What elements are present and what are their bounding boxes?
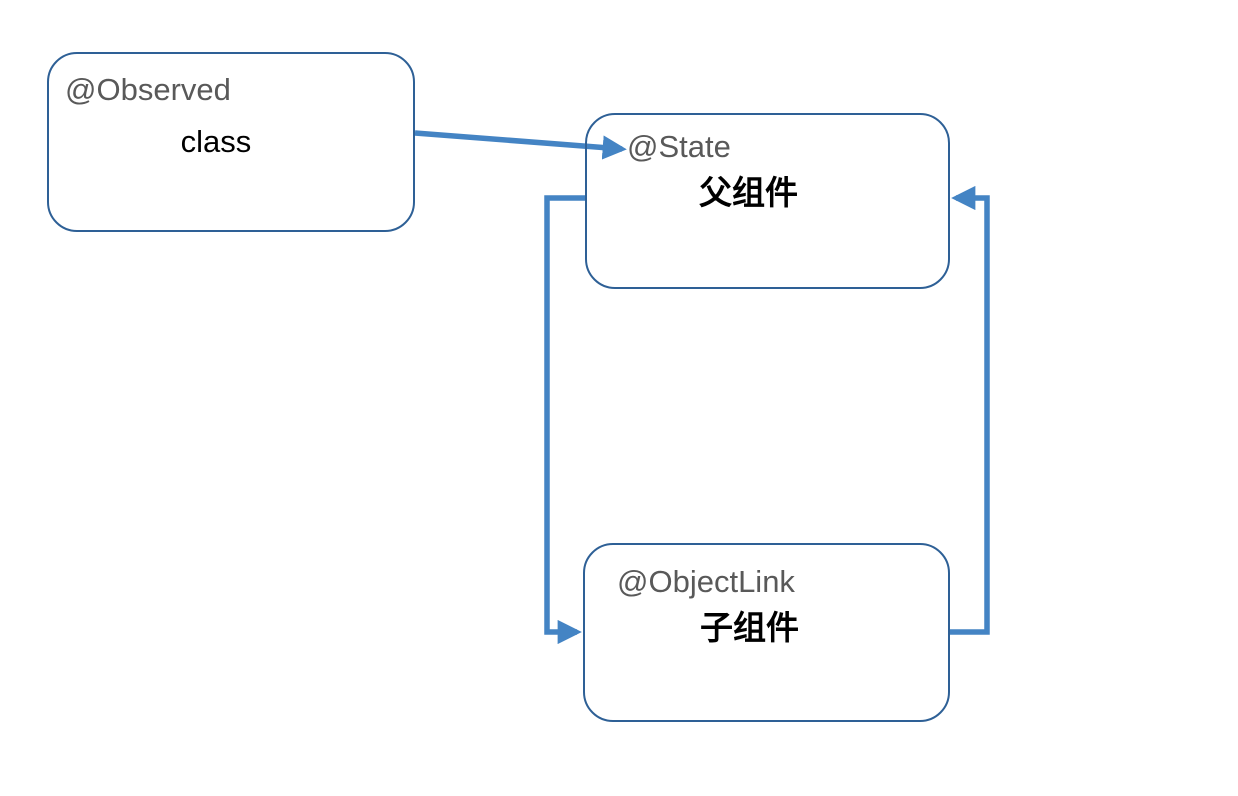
edge-state-to-objectlink	[544, 195, 585, 645]
parent-component-label: 父组件	[699, 174, 798, 211]
observed-label: class	[180, 124, 252, 159]
node-observed-class: @Observed class	[47, 52, 415, 232]
objectlink-annotation: @ObjectLink	[617, 564, 795, 599]
node-child-component: @ObjectLink 子组件	[583, 543, 950, 722]
node-parent-component: @State 父组件	[585, 113, 950, 289]
child-component-label: 子组件	[700, 609, 799, 646]
observed-annotation: @Observed	[65, 72, 231, 107]
state-annotation: @State	[627, 129, 731, 164]
edge-objectlink-to-state	[949, 185, 990, 635]
